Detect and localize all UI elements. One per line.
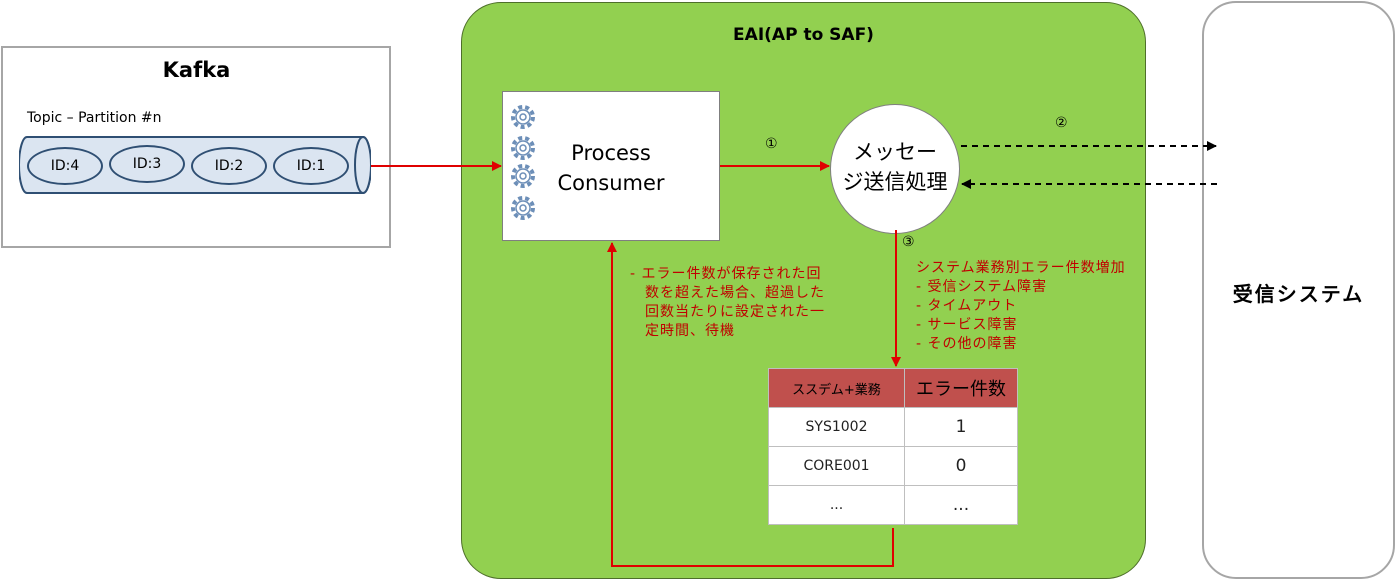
gear-icon — [511, 136, 535, 160]
kafka-title: Kafka — [162, 58, 231, 82]
message-id-4: ID:4 — [27, 147, 103, 185]
message-id-3: ID:3 — [109, 145, 185, 183]
table-cell: SYS1002 — [768, 407, 905, 447]
message-id-1: ID:1 — [273, 147, 349, 185]
table-to-consumer-return-arrow — [607, 242, 894, 567]
error-count-note: システム業務別エラー件数増加 - 受信システム障害 - タイムアウト - サービ… — [916, 260, 1126, 352]
gear-icon — [511, 164, 535, 188]
step-1-marker: ① — [765, 136, 778, 152]
error-count-table: ススデム+業務 エラー件数 SYS1002 1 CORE001 0 ... ..… — [768, 368, 1018, 525]
step-2-marker: ② — [1055, 115, 1068, 131]
receiving-system-box — [1202, 1, 1395, 579]
message-send-label: メッセー ジ送信処理 — [842, 140, 948, 194]
table-row: ... ... — [768, 485, 1018, 525]
table-row: CORE001 0 — [768, 446, 1018, 486]
gear-icon — [511, 196, 535, 220]
table-cell: CORE001 — [768, 446, 905, 486]
table-header-row: ススデム+業務 エラー件数 — [768, 368, 1018, 408]
process-consumer-label: Process Consumer — [557, 141, 665, 195]
table-cell: 1 — [904, 407, 1018, 447]
process-consumer-box — [502, 91, 720, 241]
message-send-node — [830, 104, 960, 234]
wait-note: - エラー件数が保存された回 数を超えた場合、超過した 回数当たりに設定された一… — [630, 266, 825, 339]
step-3-marker: ③ — [902, 234, 915, 250]
column-header-error-count: エラー件数 — [904, 368, 1018, 408]
table-row: SYS1002 1 — [768, 407, 1018, 447]
topic-partition-label: Topic – Partition #n — [27, 110, 162, 126]
table-cell: ... — [768, 485, 905, 525]
table-cell: ... — [904, 485, 1018, 525]
receiving-system-label: 受信システム — [1232, 282, 1365, 306]
column-header-system-business: ススデム+業務 — [768, 368, 905, 408]
gear-icon — [511, 105, 535, 129]
table-cell: 0 — [904, 446, 1018, 486]
eai-title: EAI(AP to SAF) — [733, 25, 874, 45]
message-id-2: ID:2 — [191, 147, 267, 185]
